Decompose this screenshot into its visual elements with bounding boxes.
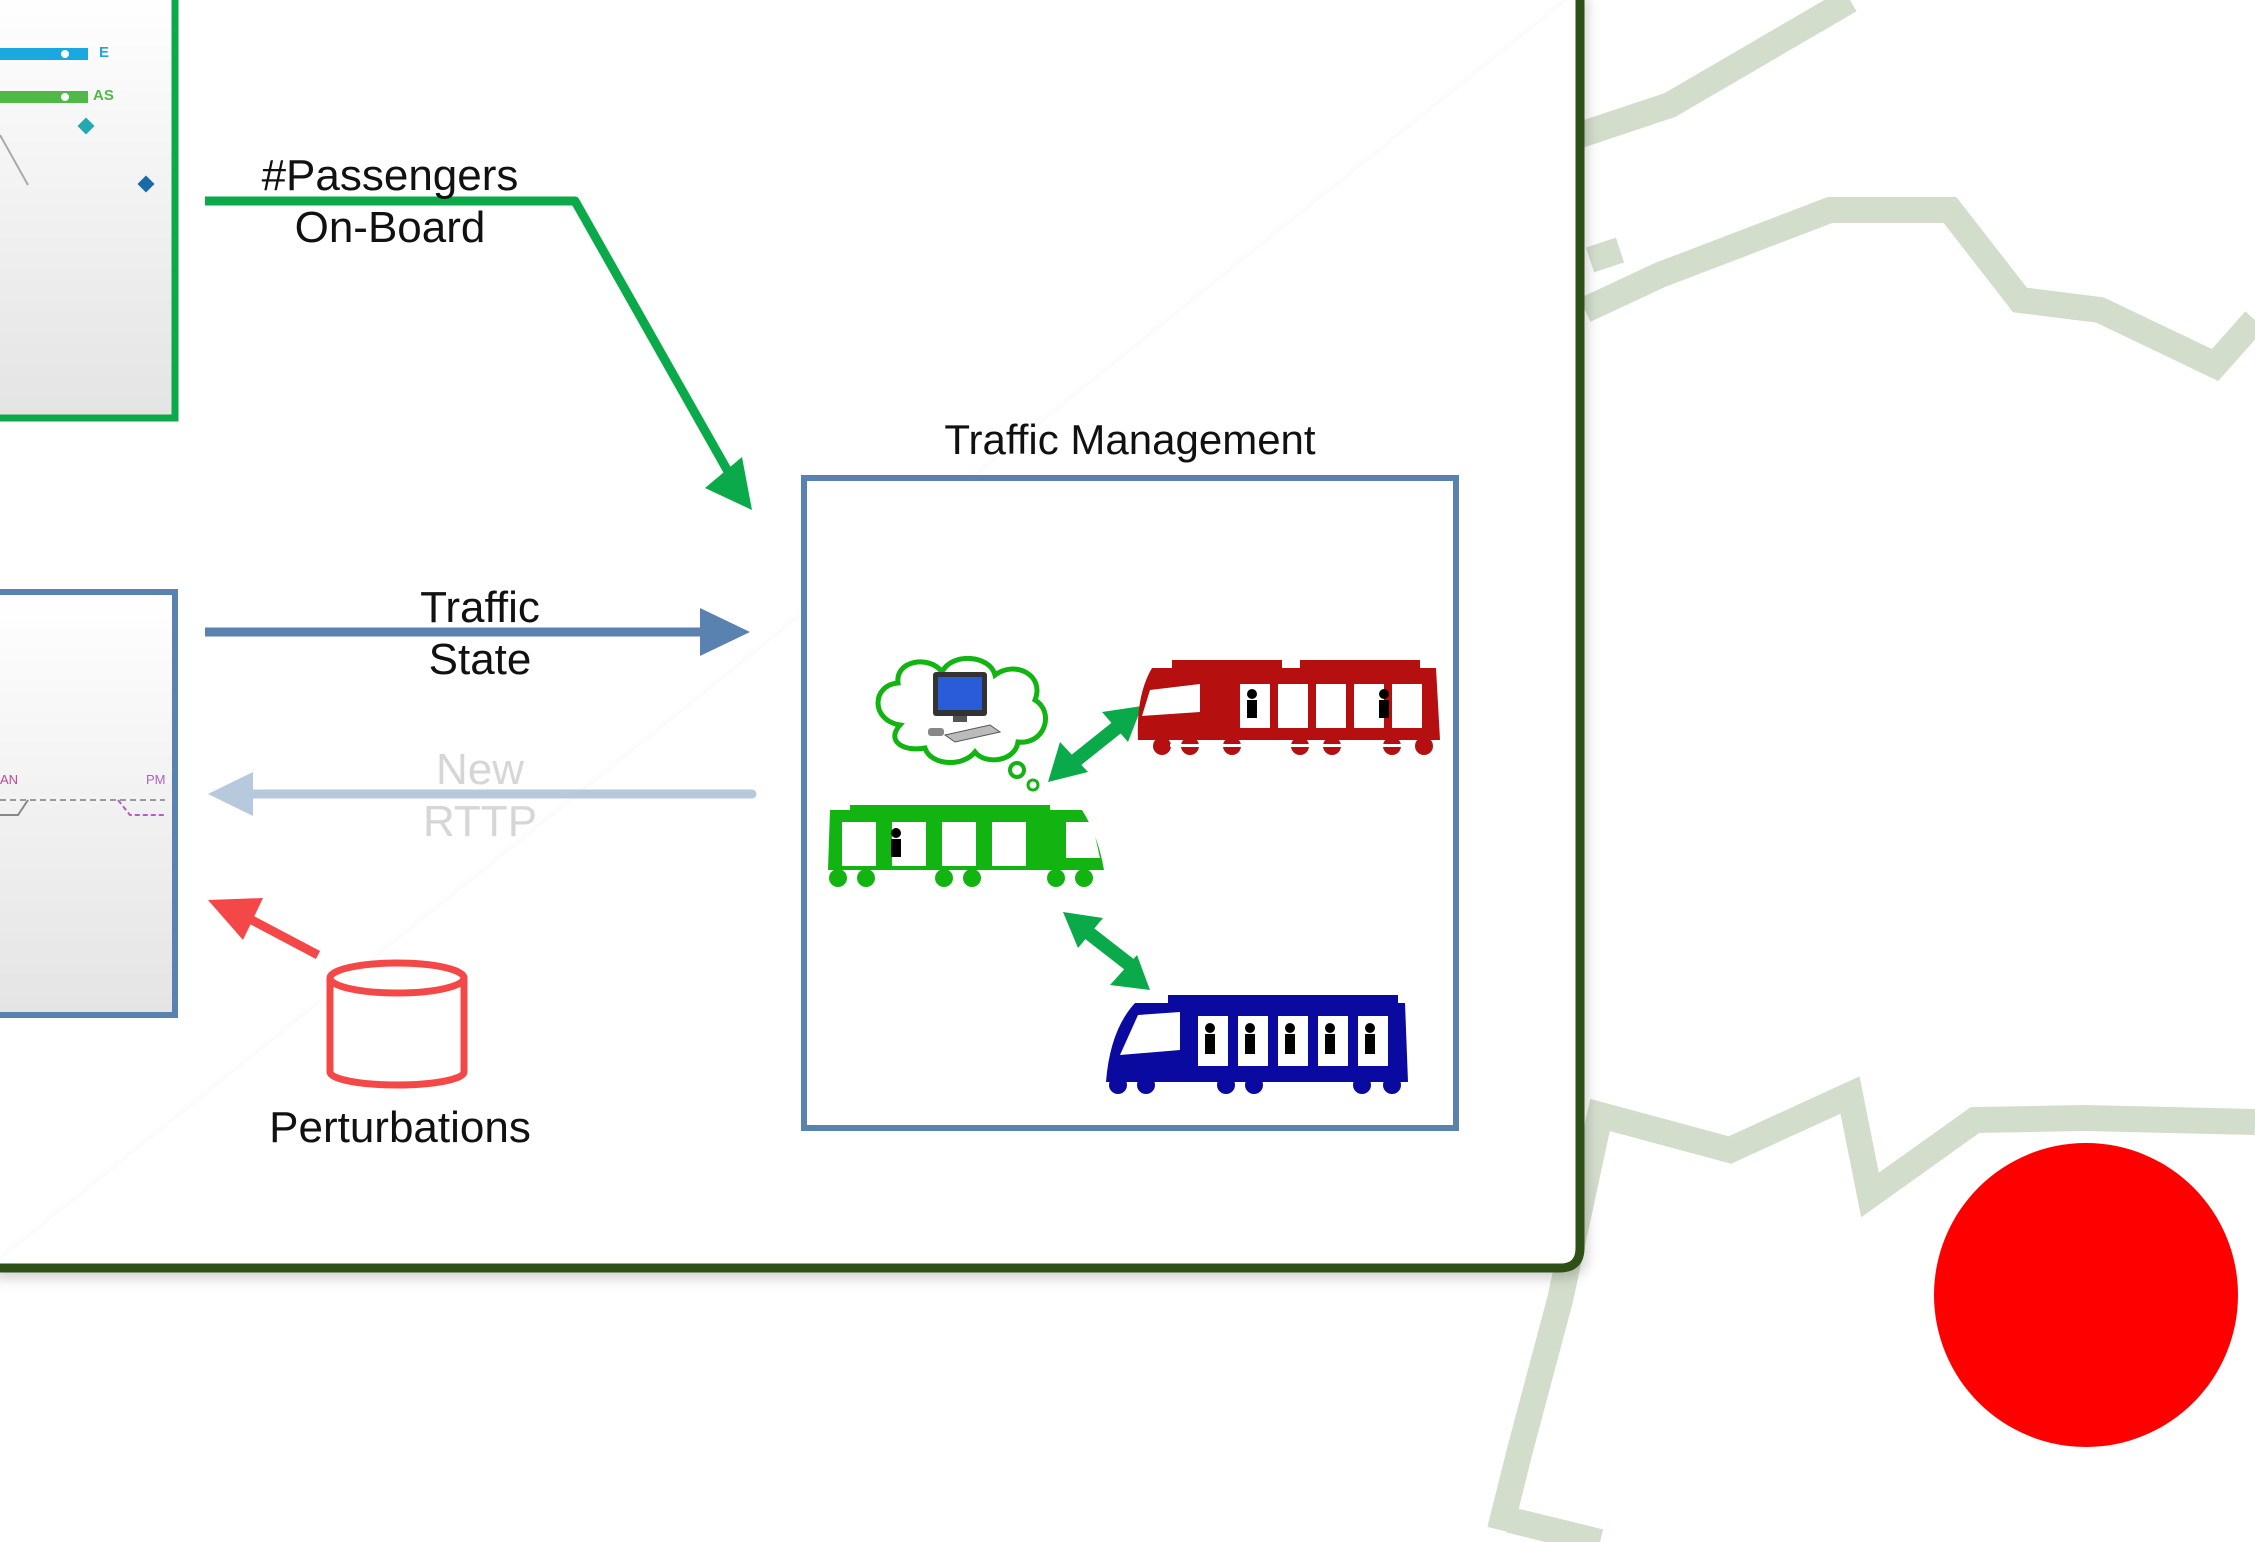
passengers-label-line1: #Passengers: [261, 151, 519, 200]
timetable-track: [0, 799, 165, 816]
exchange-arrow-lower: [1063, 912, 1150, 990]
exchange-arrow-upper: [1048, 706, 1142, 782]
new-rttp-label: New RTTP: [330, 744, 630, 848]
traffic-panel: [0, 589, 178, 1018]
traffic-state-label: Traffic State: [330, 582, 630, 686]
passengers-arrow: [205, 196, 752, 510]
computer-in-thought-cloud-icon: [875, 656, 1048, 792]
traffic-management-title: Traffic Management: [944, 416, 1316, 463]
legend-label-as: AS: [93, 87, 114, 104]
passengers-label: #Passengers On-Board: [240, 150, 540, 254]
timetable-tag-pm: PM: [146, 772, 166, 787]
legend-label-e: E: [99, 44, 110, 61]
traffic-state-arrow: [205, 608, 750, 656]
new-rttp-label-line1: New: [435, 745, 525, 794]
new-rttp-arrow: [208, 772, 757, 816]
station-markers: [0, 117, 155, 193]
red-dot-marker: [1934, 1143, 2238, 1447]
perturbations-arrow: [208, 898, 321, 959]
red-train-icon: [1137, 660, 1440, 755]
passengers-label-line2: On-Board: [294, 203, 486, 252]
perturbations-label: Perturbations: [269, 1103, 531, 1152]
traffic-state-label-line1: Traffic: [420, 583, 540, 632]
traffic-state-label-line2: State: [428, 635, 532, 684]
legend-bar-as: [0, 91, 88, 103]
passenger-panel: [0, 0, 179, 422]
blue-train-icon: [1106, 995, 1408, 1094]
green-train-icon: [828, 805, 1104, 887]
background-map-lines: [1487, 0, 2255, 1542]
legend-bar-e: [0, 48, 88, 60]
database-cylinder-icon: [326, 959, 468, 1089]
timetable-tag-an: AN: [0, 772, 19, 787]
new-rttp-label-line2: RTTP: [422, 797, 538, 846]
